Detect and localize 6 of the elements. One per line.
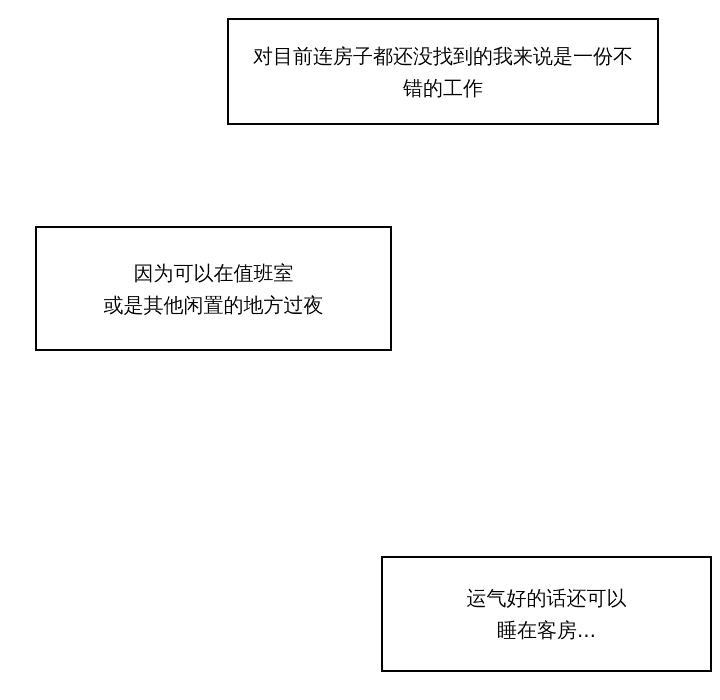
caption-box: [35, 226, 392, 351]
caption-text: 对目前连房子都还没找到的我来说是一份不错的工作: [253, 42, 633, 102]
caption-text: 因为可以在值班室或是其他闲置的地方过夜: [104, 260, 324, 318]
caption-box: [381, 556, 712, 672]
caption-text: 运气好的话还可以睡在客房...: [466, 585, 626, 644]
caption-box: [227, 18, 659, 125]
